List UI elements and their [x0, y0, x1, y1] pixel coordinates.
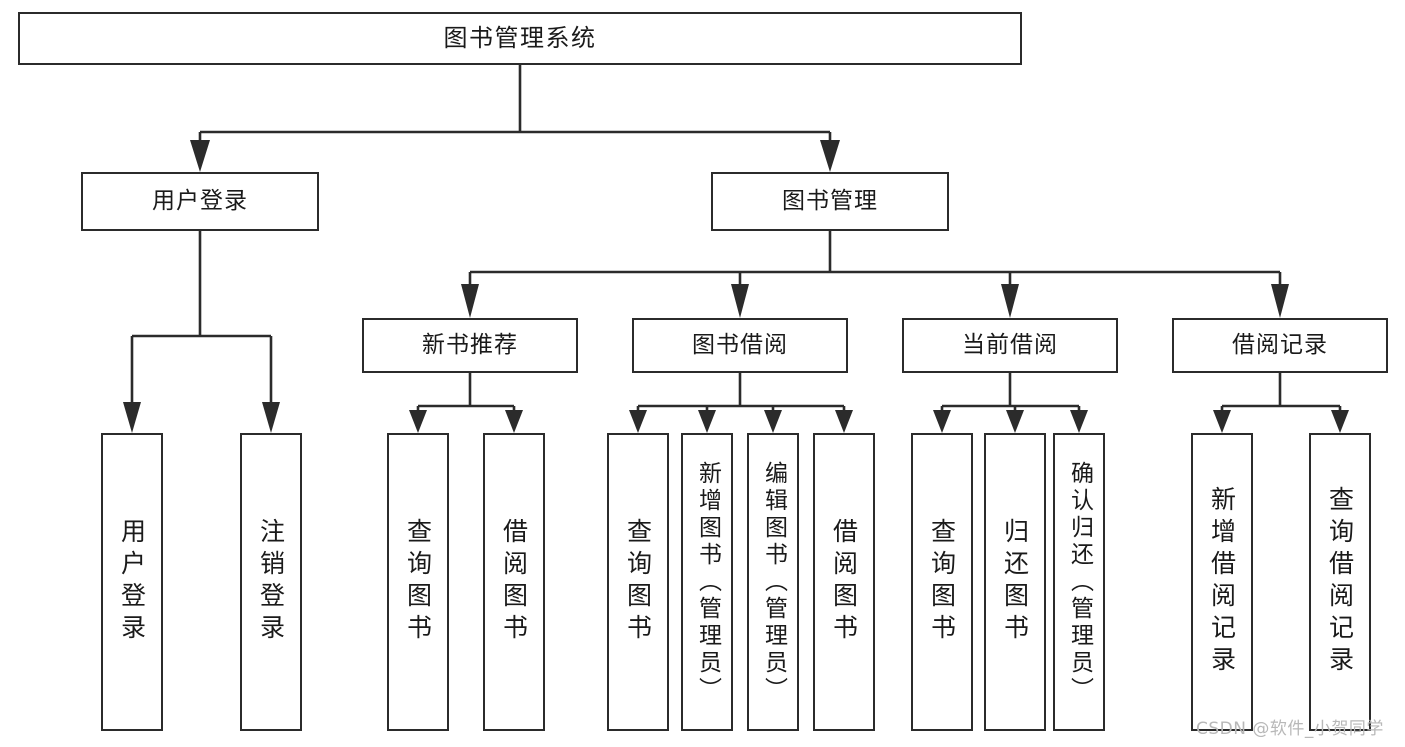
arrowhead-leaf-confirm-return — [1070, 410, 1088, 433]
edges-book-borrow-to-leaves — [629, 373, 853, 433]
arrowhead-leaf-query-book-3 — [933, 410, 951, 433]
csdn-watermark: CSDN @软件_小贺同学 — [1196, 719, 1384, 739]
node-leaf-borrow-book-1[interactable]: 借阅图书 — [483, 433, 545, 731]
node-borrow-record-label: 借阅记录 — [1232, 331, 1328, 358]
node-user-login-label: 用户登录 — [152, 187, 248, 214]
edges-user-login-to-leaves — [123, 231, 280, 433]
arrowhead-leaf-logout — [262, 402, 280, 433]
arrowhead-borrow-record — [1271, 284, 1289, 318]
edges-borrow-record-to-leaves — [1213, 373, 1349, 433]
arrowhead-user-login — [190, 140, 210, 172]
node-leaf-borrow-book-1-label: 借阅图书 — [499, 518, 529, 646]
node-current-borrow-label: 当前借阅 — [962, 331, 1058, 358]
node-leaf-user-login[interactable]: 用户登录 — [101, 433, 163, 731]
arrowhead-leaf-borrow-book-2 — [835, 410, 853, 433]
arrowhead-current-borrow — [1001, 284, 1019, 318]
node-leaf-query-record[interactable]: 查询借阅记录 — [1309, 433, 1371, 731]
edges-book-manage-to-level3 — [461, 231, 1289, 318]
node-user-login[interactable]: 用户登录 — [81, 172, 319, 231]
node-current-borrow[interactable]: 当前借阅 — [902, 318, 1118, 373]
node-leaf-add-book-label: 新增图书（管理员） — [694, 460, 721, 704]
node-leaf-query-book-1[interactable]: 查询图书 — [387, 433, 449, 731]
node-leaf-confirm-return[interactable]: 确认归还（管理员） — [1053, 433, 1105, 731]
node-leaf-query-book-1-label: 查询图书 — [403, 518, 433, 646]
node-book-borrow-label: 图书借阅 — [692, 331, 788, 358]
arrowhead-leaf-query-record — [1331, 410, 1349, 433]
node-root-label: 图书管理系统 — [443, 24, 597, 53]
node-leaf-user-login-label: 用户登录 — [117, 518, 147, 646]
node-leaf-confirm-return-label: 确认归还（管理员） — [1066, 460, 1093, 704]
node-leaf-query-book-2[interactable]: 查询图书 — [607, 433, 669, 731]
node-leaf-query-book-3-label: 查询图书 — [927, 518, 957, 646]
node-leaf-return-book[interactable]: 归还图书 — [984, 433, 1046, 731]
edges-current-borrow-to-leaves — [933, 373, 1088, 433]
node-book-manage-label: 图书管理 — [782, 187, 878, 214]
arrowhead-leaf-add-record — [1213, 410, 1231, 433]
node-leaf-logout-label: 注销登录 — [256, 518, 286, 646]
node-leaf-query-record-label: 查询借阅记录 — [1325, 486, 1355, 678]
edges-root-to-level2 — [190, 65, 840, 172]
arrowhead-leaf-edit-book — [764, 410, 782, 433]
arrowhead-book-borrow — [731, 284, 749, 318]
node-leaf-query-book-2-label: 查询图书 — [623, 518, 653, 646]
node-leaf-edit-book[interactable]: 编辑图书（管理员） — [747, 433, 799, 731]
arrowhead-book-manage — [820, 140, 840, 172]
arrowhead-leaf-user-login — [123, 402, 141, 433]
node-book-borrow[interactable]: 图书借阅 — [632, 318, 848, 373]
node-leaf-add-book[interactable]: 新增图书（管理员） — [681, 433, 733, 731]
node-borrow-record[interactable]: 借阅记录 — [1172, 318, 1388, 373]
node-new-book-rec[interactable]: 新书推荐 — [362, 318, 578, 373]
node-root[interactable]: 图书管理系统 — [18, 12, 1022, 65]
node-leaf-add-record-label: 新增借阅记录 — [1207, 486, 1237, 678]
arrowhead-leaf-borrow-book-1 — [505, 410, 523, 433]
node-leaf-add-record[interactable]: 新增借阅记录 — [1191, 433, 1253, 731]
node-leaf-return-book-label: 归还图书 — [1000, 518, 1030, 646]
arrowhead-leaf-return-book — [1006, 410, 1024, 433]
arrowhead-leaf-query-book-2 — [629, 410, 647, 433]
node-leaf-query-book-3[interactable]: 查询图书 — [911, 433, 973, 731]
node-book-manage[interactable]: 图书管理 — [711, 172, 949, 231]
node-leaf-logout[interactable]: 注销登录 — [240, 433, 302, 731]
node-leaf-edit-book-label: 编辑图书（管理员） — [760, 460, 787, 704]
node-leaf-borrow-book-2[interactable]: 借阅图书 — [813, 433, 875, 731]
node-leaf-borrow-book-2-label: 借阅图书 — [829, 518, 859, 646]
edges-new-book-rec-to-leaves — [409, 373, 523, 433]
arrowhead-leaf-add-book — [698, 410, 716, 433]
node-new-book-rec-label: 新书推荐 — [422, 331, 518, 358]
arrowhead-leaf-query-book-1 — [409, 410, 427, 433]
arrowhead-new-book-rec — [461, 284, 479, 318]
